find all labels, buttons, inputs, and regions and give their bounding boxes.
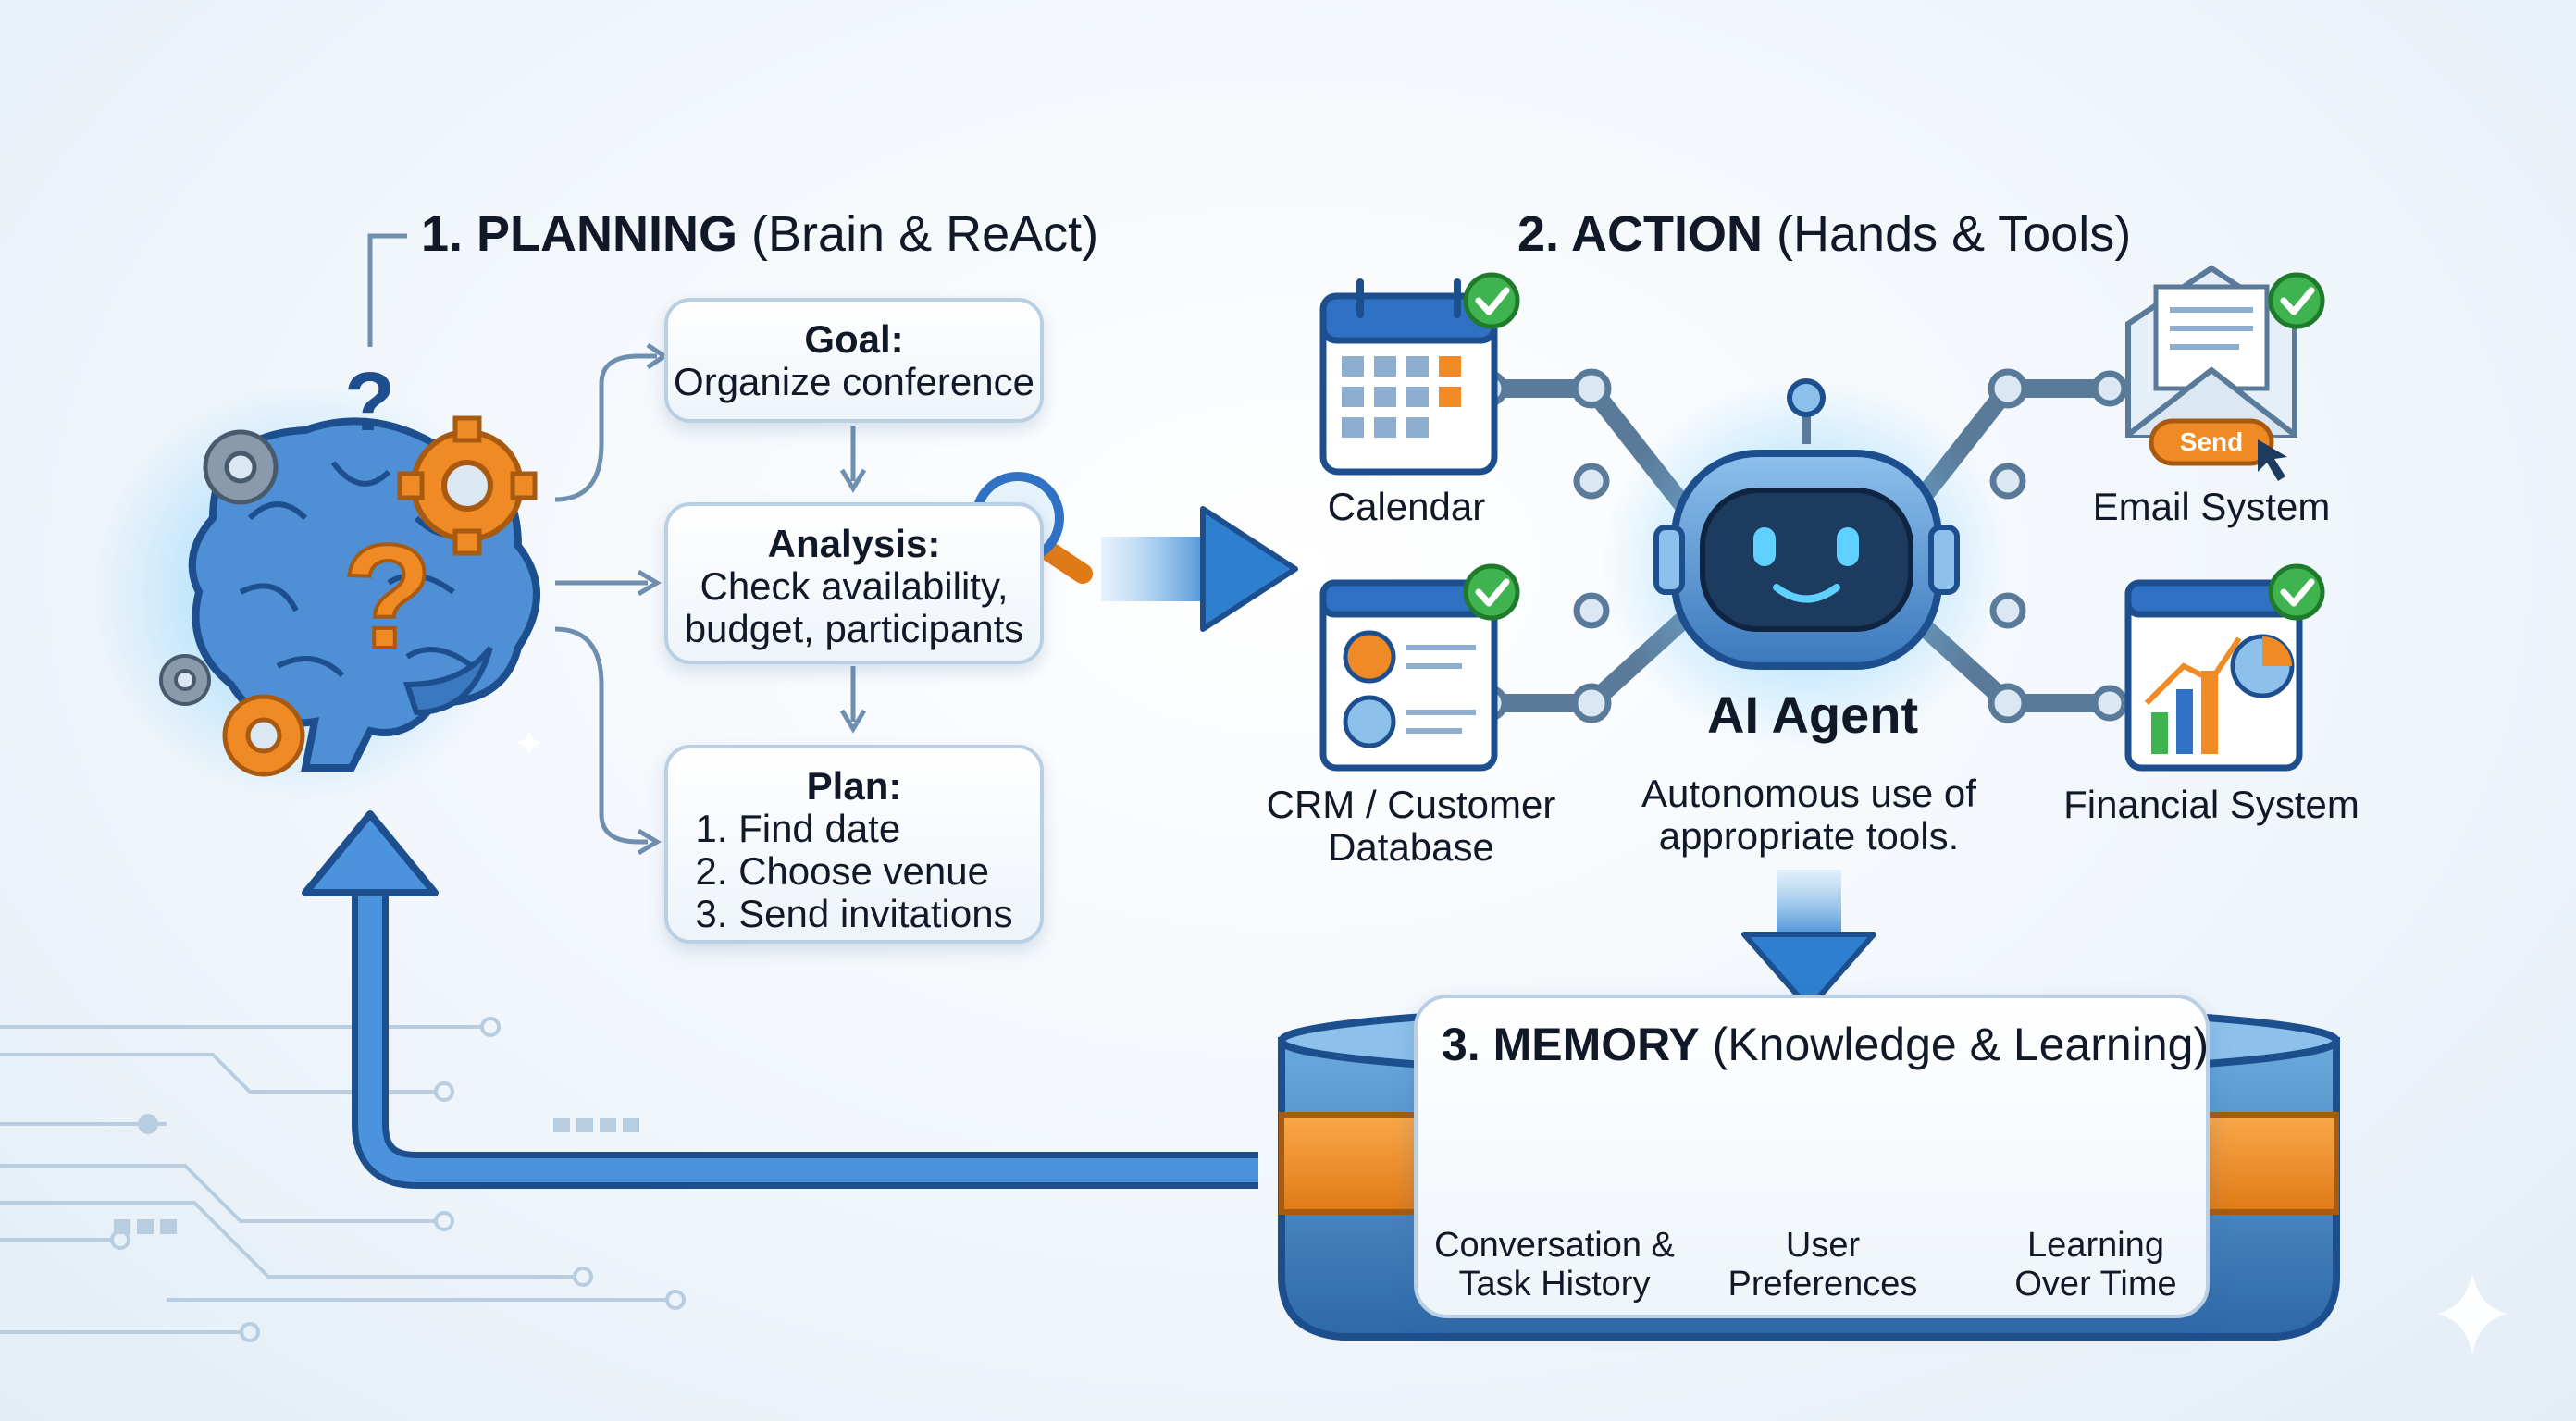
check-icon bbox=[1463, 272, 1520, 329]
calendar-label: Calendar bbox=[1327, 485, 1486, 528]
plan-step: 1. Find date bbox=[695, 807, 901, 850]
goal-text: Organize conference bbox=[674, 360, 1034, 403]
memory-item-line2: Over Time bbox=[2014, 1265, 2177, 1304]
gear-icon bbox=[159, 654, 211, 706]
memory-item-line1: Learning bbox=[2027, 1226, 2164, 1265]
memory-item: Conversation & Task History bbox=[1425, 1226, 1684, 1304]
plan-steps: 1. Find date 2. Choose venue 3. Send inv… bbox=[695, 808, 1012, 935]
agent-description-line1: Autonomous use of bbox=[1641, 772, 1976, 815]
memory-item-line2: Preferences bbox=[1728, 1265, 1918, 1304]
plan-step: 3. Send invitations bbox=[695, 892, 1013, 935]
check-icon bbox=[1463, 563, 1520, 621]
agent-name: AI Agent bbox=[1707, 686, 1919, 744]
planning-connectors bbox=[367, 233, 867, 856]
email-label: Email System bbox=[2092, 485, 2331, 528]
check-icon bbox=[2268, 563, 2325, 621]
gear-icon bbox=[203, 429, 279, 505]
goal-box: Goal: Organize conference bbox=[664, 298, 1044, 423]
question-icon: ? bbox=[344, 356, 395, 449]
action-title-rest: (Hands & Tools) bbox=[1763, 206, 2132, 262]
plan-step: 2. Choose venue bbox=[695, 849, 989, 893]
crm-label-line1: CRM / Customer bbox=[1266, 783, 1556, 826]
calendar-icon bbox=[1319, 278, 1498, 476]
email-send-button: Send bbox=[2179, 427, 2244, 456]
memory-item: Learning Over Time bbox=[1971, 1226, 2221, 1304]
memory-title: 3. MEMORY (Knowledge & Learning) bbox=[1442, 1018, 2209, 1071]
agent-description: Autonomous use of appropriate tools. bbox=[1610, 772, 2008, 858]
financial-chart-icon bbox=[2124, 579, 2303, 772]
email-icon bbox=[2125, 265, 2297, 481]
analysis-heading: Analysis: bbox=[767, 522, 941, 565]
memory-panel bbox=[1414, 995, 2210, 1318]
sparkle-icon bbox=[517, 731, 541, 755]
planning-title-bold: 1. PLANNING bbox=[421, 206, 738, 262]
planning-title: 1. PLANNING (Brain & ReAct) bbox=[421, 205, 1098, 263]
crm-icon bbox=[1319, 579, 1498, 772]
action-to-memory-arrow bbox=[1741, 870, 1876, 1011]
memory-title-rest: (Knowledge & Learning) bbox=[1699, 1019, 2210, 1070]
planning-title-rest: (Brain & ReAct) bbox=[737, 206, 1099, 262]
sparkle-icon bbox=[2437, 1272, 2508, 1355]
goal-heading: Goal: bbox=[804, 317, 904, 361]
memory-item-line1: User bbox=[1785, 1226, 1861, 1265]
financial-label: Financial System bbox=[2063, 783, 2359, 826]
plan-heading: Plan: bbox=[806, 764, 902, 808]
crm-label-line2: Database bbox=[1328, 825, 1494, 869]
analysis-line1: Check availability, bbox=[700, 564, 1009, 608]
analysis-line2: budget, participants bbox=[684, 607, 1024, 650]
memory-title-bold: 3. MEMORY bbox=[1442, 1019, 1700, 1070]
circuit-traces bbox=[0, 1017, 686, 1342]
memory-item-line1: Conversation & bbox=[1434, 1226, 1675, 1265]
planning-to-action-arrow bbox=[1101, 506, 1298, 632]
action-title-bold: 2. ACTION bbox=[1517, 206, 1764, 262]
question-icon: ? bbox=[342, 513, 433, 679]
gear-icon bbox=[222, 694, 305, 777]
plan-box: Plan: 1. Find date 2. Choose venue 3. Se… bbox=[664, 745, 1044, 944]
crm-label: CRM / Customer Database bbox=[1240, 784, 1582, 869]
action-title: 2. ACTION (Hands & Tools) bbox=[1517, 205, 2131, 263]
feedback-arrow bbox=[302, 810, 1258, 1189]
analysis-box: Analysis: Check availability, budget, pa… bbox=[664, 502, 1044, 664]
gear-icon bbox=[397, 415, 538, 556]
robot-icon bbox=[1601, 378, 2008, 749]
memory-item-line2: Task History bbox=[1458, 1265, 1651, 1304]
check-icon bbox=[2268, 272, 2325, 329]
agent-description-line2: appropriate tools. bbox=[1658, 814, 1960, 858]
memory-item: User Preferences bbox=[1693, 1226, 1952, 1304]
